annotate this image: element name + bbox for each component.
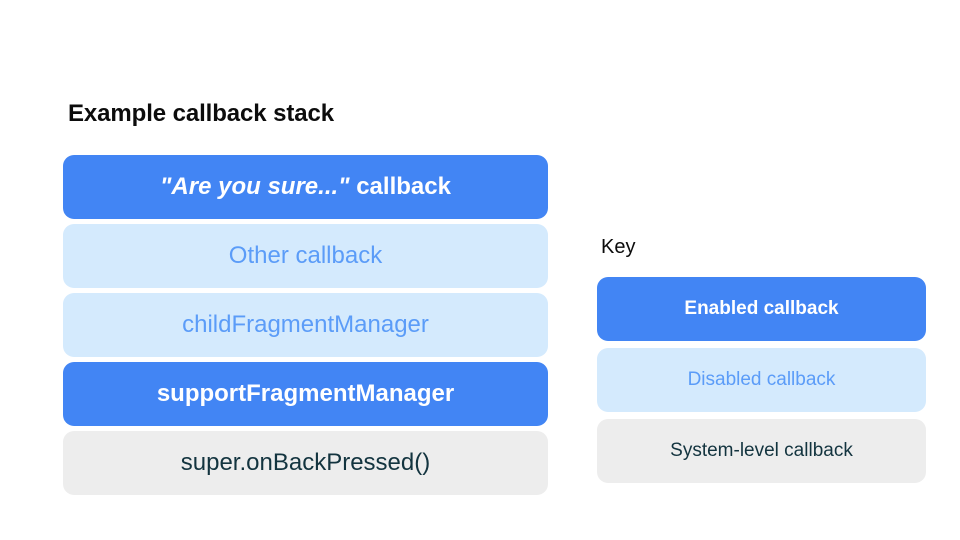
callback-row-other-callback[interactable]: Other callback [63, 224, 548, 288]
key-legend-list: Enabled callback Disabled callback Syste… [597, 277, 926, 483]
key-title: Key [601, 236, 636, 258]
key-legend-panel: Key Enabled callback Disabled callback S… [597, 236, 926, 483]
key-item-disabled-callback: Disabled callback [597, 348, 926, 412]
callback-row-label: Other callback [228, 242, 383, 269]
key-item-label: System-level callback [670, 440, 853, 461]
callback-row-super-on-back-pressed[interactable]: super.onBackPressed() [63, 431, 548, 495]
callback-row-label: childFragmentManager [182, 311, 429, 338]
callback-row-support-fragment-manager[interactable]: supportFragmentManager [63, 362, 548, 426]
stack-title: Example callback stack [68, 100, 334, 127]
callback-stack-list: "Are you sure..." callback Other callbac… [63, 155, 548, 495]
callback-row-are-you-sure[interactable]: "Are you sure..." callback [63, 155, 548, 219]
key-item-label: Disabled callback [687, 369, 836, 390]
key-item-label: Enabled callback [684, 298, 839, 319]
callback-row-label: supportFragmentManager [156, 380, 455, 407]
key-item-enabled-callback: Enabled callback [597, 277, 926, 341]
callback-row-label-quoted: "Are you sure..." [160, 173, 350, 200]
callback-row-child-fragment-manager[interactable]: childFragmentManager [63, 293, 548, 357]
callback-row-label-rest: callback [349, 173, 451, 200]
callback-row-label: "Are you sure..." callback [160, 173, 451, 201]
callback-row-label: super.onBackPressed() [180, 449, 431, 476]
callback-stack-panel: Example callback stack "Are you sure..."… [63, 100, 548, 495]
key-item-system-level-callback: System-level callback [597, 419, 926, 483]
